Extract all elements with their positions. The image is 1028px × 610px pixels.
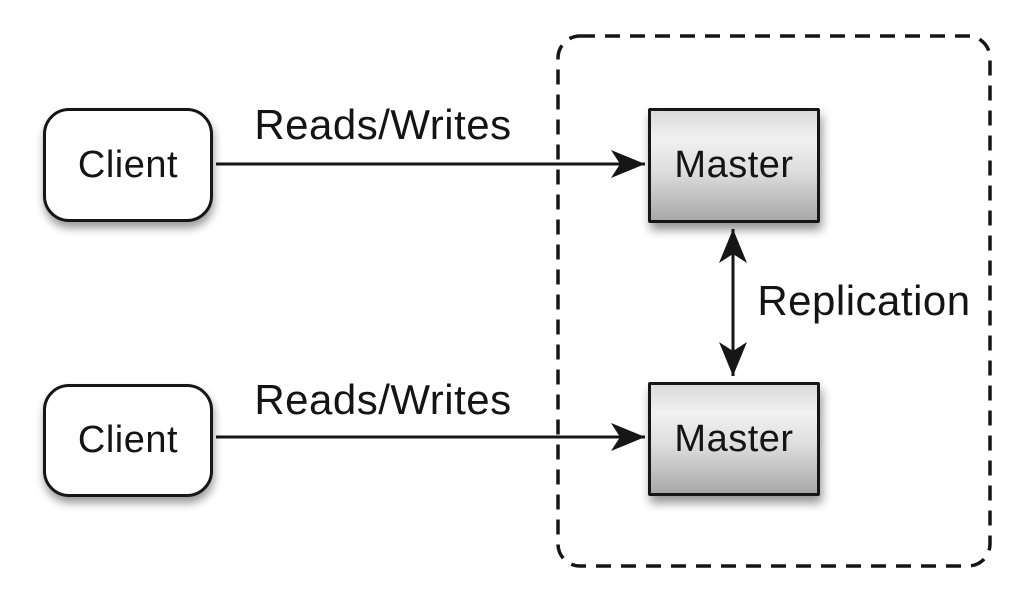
edge-label-replication: Replication — [757, 277, 971, 324]
node-master-top-label: Master — [674, 144, 794, 186]
node-master-bottom: Master — [648, 382, 820, 496]
edge-label-reads-writes-bottom: Reads/Writes — [254, 376, 512, 423]
node-client-top: Client — [43, 108, 213, 222]
node-client-bottom: Client — [43, 384, 213, 497]
node-client-top-label: Client — [77, 143, 179, 186]
node-client-bottom-label: Client — [77, 419, 179, 461]
node-master-top: Master — [648, 108, 820, 223]
node-master-bottom-label: Master — [674, 417, 794, 460]
replication-group-border — [556, 34, 992, 568]
edge-label-reads-writes-top: Reads/Writes — [254, 101, 512, 148]
